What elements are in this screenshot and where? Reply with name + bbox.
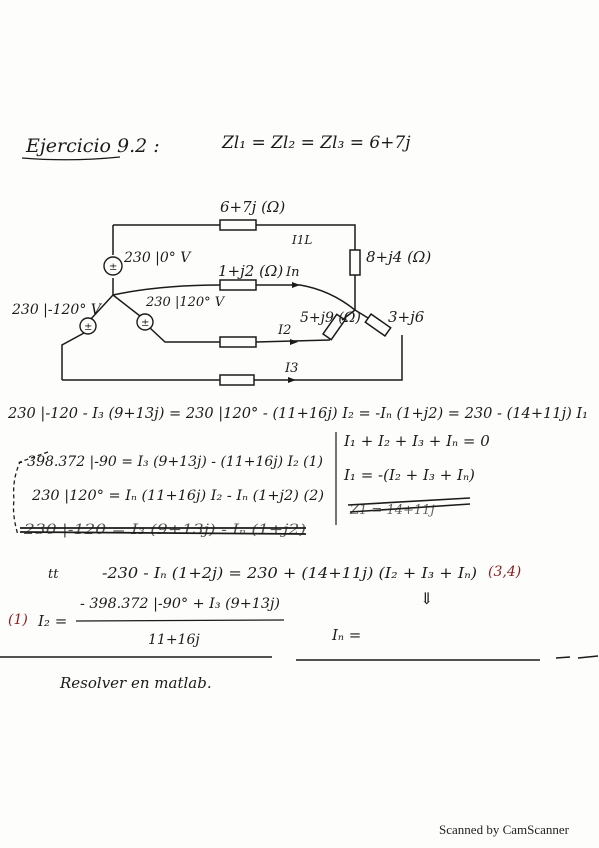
equation-main: 230 |-120 - I₃ (9+13j) = 230 |120° - (11… bbox=[7, 404, 588, 422]
equation-3-tag: (3,4) bbox=[488, 564, 521, 580]
current-1-label: I1L bbox=[291, 233, 312, 247]
equation-2: 230 |120° = Iₙ (11+16j) I₂ - Iₙ (1+j2) (… bbox=[31, 488, 324, 504]
source-left-icon bbox=[79, 317, 97, 335]
equation-struck: 230 |-120 = I₃ (9+13j) - Iₙ (1+j2) bbox=[23, 522, 306, 538]
load3-impedance-label: 3+j6 bbox=[388, 308, 425, 326]
i2-denominator: 11+16j bbox=[148, 632, 200, 648]
equation-ref-1: (1) bbox=[8, 612, 28, 628]
source-mid-label: 230 |120° V bbox=[145, 295, 226, 310]
implies-arrow-icon: ⇓ bbox=[420, 589, 433, 608]
exercise-title: Ejercicio 9.2 : bbox=[25, 135, 160, 157]
source-top-label: 230 |0° V bbox=[123, 250, 192, 266]
page-divider bbox=[0, 655, 599, 661]
kcl-solved: I₁ = -(I₂ + I₃ + Iₙ) bbox=[343, 466, 475, 484]
line1-impedance-box bbox=[219, 219, 257, 231]
load1-impedance-box bbox=[349, 249, 361, 276]
title-underline bbox=[21, 156, 121, 161]
svg-text:±: ± bbox=[84, 322, 92, 333]
line2-impedance-label: 1+j2 (Ω) bbox=[218, 262, 283, 280]
matlab-note: Resolver en matlab. bbox=[59, 674, 212, 692]
circuit-diagram bbox=[61, 224, 403, 381]
load2-impedance-label: 5+j9 (Ω) bbox=[300, 310, 361, 326]
current-2-arrow-icon bbox=[290, 339, 298, 345]
impedance-equality: Zl₁ = Zl₂ = Zl₃ = 6+7j bbox=[221, 133, 411, 153]
load3-impedance-box bbox=[364, 312, 392, 338]
line3-impedance-box bbox=[219, 374, 255, 386]
load1-impedance-label: 8+j4 (Ω) bbox=[366, 248, 431, 266]
i2-numerator: - 398.372 |-90° + I₃ (9+13j) bbox=[80, 596, 280, 612]
current-3-arrow-icon bbox=[288, 377, 296, 383]
current-3-label: I3 bbox=[284, 361, 298, 376]
system-brace bbox=[12, 451, 49, 536]
current-n-arrow-icon bbox=[292, 282, 300, 288]
svg-text:±: ± bbox=[109, 262, 117, 273]
kcl-equation: I₁ + I₂ + I₃ + Iₙ = 0 bbox=[343, 432, 490, 450]
i2-lhs: I₂ = bbox=[37, 612, 67, 630]
struck-note-lines bbox=[347, 497, 471, 513]
line-mid-impedance-box bbox=[219, 336, 257, 348]
struck-note: Z1 = 14+11j bbox=[349, 503, 434, 518]
source-top-icon bbox=[103, 256, 123, 276]
current-2-label: I2 bbox=[277, 323, 291, 338]
current-n-label: In bbox=[285, 265, 300, 280]
equation-strikethrough bbox=[19, 527, 307, 535]
svg-text:±: ± bbox=[141, 318, 149, 329]
equation-1: - 398.372 |-90 = I₃ (9+13j) - (11+16j) I… bbox=[18, 454, 323, 470]
scanner-watermark: Scanned by CamScanner bbox=[439, 822, 569, 837]
line2-impedance-box bbox=[219, 279, 257, 291]
load2-impedance-box bbox=[321, 313, 347, 341]
line1-impedance-label: 6+7j (Ω) bbox=[220, 198, 285, 216]
fraction-bar bbox=[75, 619, 285, 622]
equation-3-prefix: tt bbox=[48, 567, 59, 582]
equation-3: -230 - Iₙ (1+2j) = 230 + (14+11j) (I₂ + … bbox=[102, 564, 477, 582]
source-mid-icon bbox=[136, 313, 154, 331]
source-left-label: 230 |-120° V bbox=[11, 302, 103, 318]
in-lhs: Iₙ = bbox=[331, 626, 361, 644]
